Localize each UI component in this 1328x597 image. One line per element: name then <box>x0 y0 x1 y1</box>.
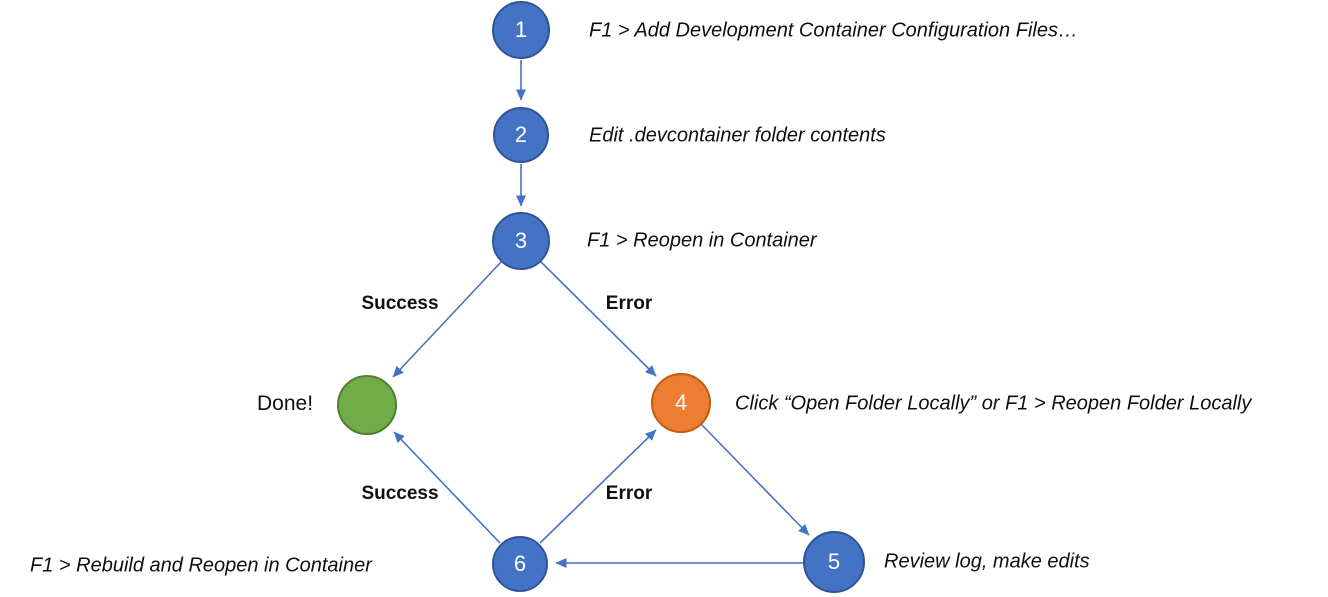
edge-6-done-arrow <box>393 431 501 544</box>
node-step-1: 1 <box>492 1 550 59</box>
node-step-2: 2 <box>493 107 549 163</box>
node-step-3-number: 3 <box>514 228 528 253</box>
node-done <box>337 375 397 435</box>
caption-step-4: Click “Open Folder Locally” or F1 > Reop… <box>735 392 1252 415</box>
edge-3-4-arrow <box>540 261 657 377</box>
node-step-1-number: 1 <box>514 17 528 42</box>
node-step-4: 4 <box>651 373 711 433</box>
caption-step-3: F1 > Reopen in Container <box>587 229 817 252</box>
node-step-5: 5 <box>803 531 865 593</box>
caption-step-6: F1 > Rebuild and Reopen in Container <box>30 554 372 577</box>
node-step-4-number: 4 <box>674 390 688 415</box>
edge-4-5-arrow <box>700 423 810 536</box>
node-step-3: 3 <box>492 212 550 270</box>
edge-3-done-arrow <box>392 261 502 378</box>
edge-label-success-top: Success <box>361 293 439 314</box>
caption-step-5: Review log, make edits <box>884 550 1090 573</box>
edge-label-success-bottom: Success <box>361 483 439 504</box>
edge-label-error-bottom: Error <box>605 483 653 504</box>
node-step-6: 6 <box>492 536 548 592</box>
caption-step-2: Edit .devcontainer folder contents <box>589 124 886 147</box>
edge-label-error-top: Error <box>605 293 653 314</box>
caption-step-1: F1 > Add Development Container Configura… <box>589 19 1078 42</box>
caption-done: Done! <box>257 392 314 415</box>
node-step-5-number: 5 <box>827 549 841 574</box>
node-step-2-number: 2 <box>514 122 528 147</box>
edge-6-4-arrow <box>539 429 657 544</box>
node-step-6-number: 6 <box>513 551 527 576</box>
